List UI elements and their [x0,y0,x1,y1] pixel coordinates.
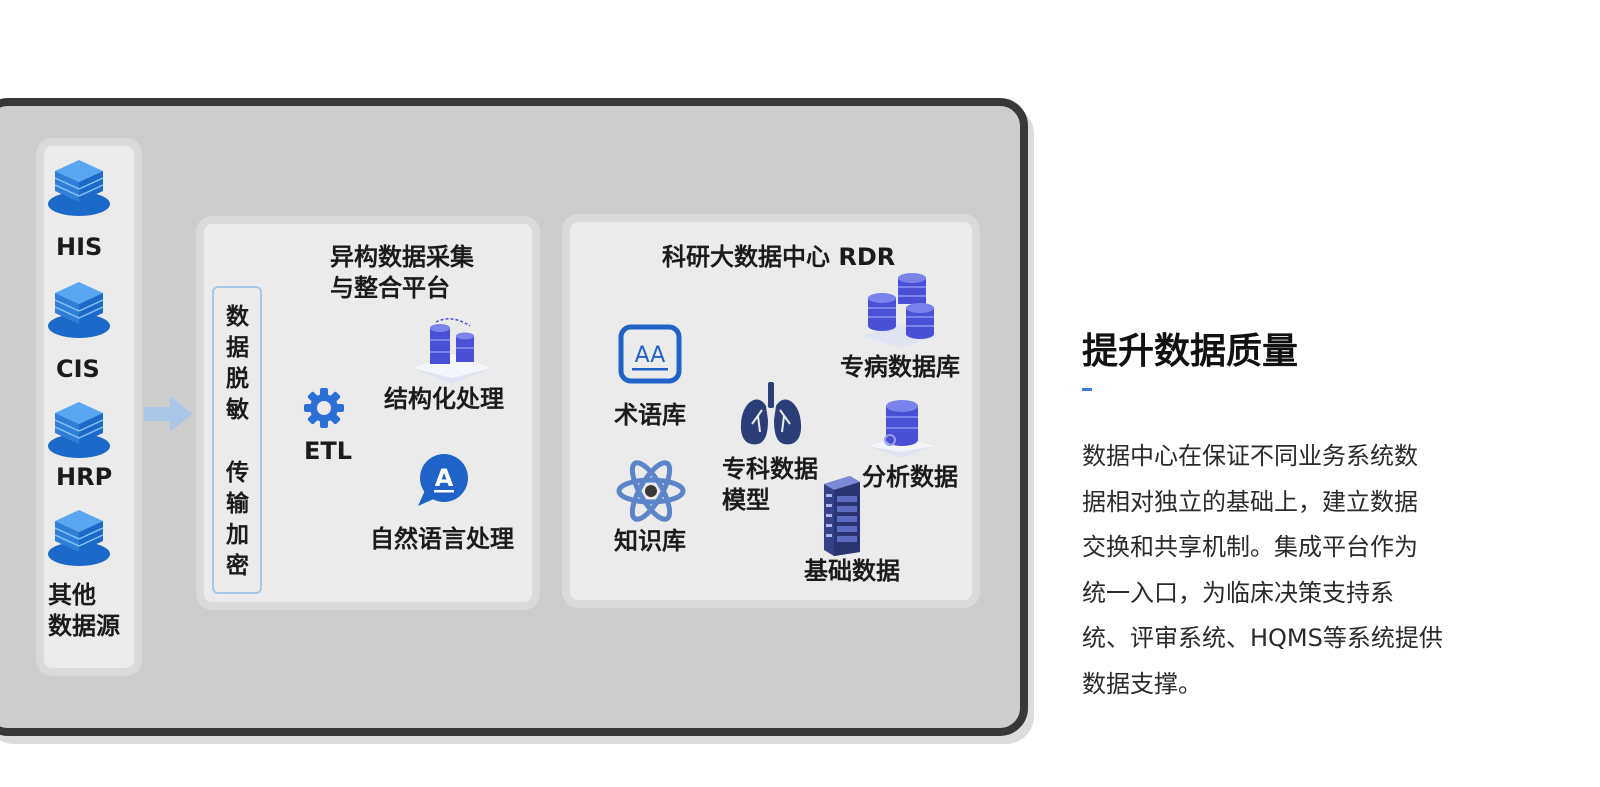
server-stack-icon [48,282,110,338]
server-stack-icon [48,510,110,566]
server-rack-icon [824,476,860,556]
server-stack-icon [48,160,110,216]
rdr-title: 科研大数据中心 RDR [662,243,896,271]
lungs-icon [740,382,802,445]
summary-line: 统、评审系统、HQMS等系统提供 [1082,624,1443,652]
nlp-label: 自然语言处理 [370,525,514,553]
source-label-hrp: HRP [56,463,113,491]
chat-a-icon: A [418,454,468,506]
arrow-right-icon [144,396,192,432]
gear-icon [304,388,344,428]
source-label-his: HIS [56,233,103,261]
terminology-aa-icon: AA [618,324,682,384]
summary-body: 数据中心在保证不同业务系统数 据相对独立的基础上，建立数据 交换和共享机制。集成… [1082,434,1502,707]
summary-title: 提升数据质量 [1082,331,1299,372]
server-stack-icon [48,402,110,458]
database-cluster-icon [412,318,492,384]
source-label-other: 其他 数据源 [48,581,120,640]
summary-line: 数据支撑。 [1082,669,1202,698]
disease-db-label: 专病数据库 [840,353,960,381]
svg-text:A: A [435,464,454,492]
summary-line: 统一入口，为临床决策支持系 [1082,578,1394,607]
encrypt-label: 传输加密 [226,460,249,579]
cylinder-db-icon [862,273,938,348]
summary-line: 交换和共享机制。集成平台作为 [1082,533,1418,561]
analysis-data-label: 分析数据 [862,463,958,491]
summary-accent-mark: - [1082,388,1092,391]
source-label-cis: CIS [56,355,100,383]
summary-line: 据相对独立的基础上，建立数据 [1082,487,1418,516]
cylinder-db-icon [868,400,934,458]
security-box: 数据脱敏 传输加密 [212,286,262,594]
svg-text:AA: AA [635,343,666,368]
specialty-model-label: 专科数据 模型 [722,455,818,514]
structured-processing-label: 结构化处理 [384,385,504,413]
integration-title: 异构数据采集 与整合平台 [330,243,474,302]
desensitize-label: 数据脱敏 [226,304,249,423]
base-data-label: 基础数据 [804,557,900,585]
atom-icon [616,460,686,522]
summary-line: 数据中心在保证不同业务系统数 [1082,442,1418,470]
knowledge-label: 知识库 [614,527,686,555]
terminology-label: 术语库 [614,401,686,429]
etl-label: ETL [304,437,353,465]
